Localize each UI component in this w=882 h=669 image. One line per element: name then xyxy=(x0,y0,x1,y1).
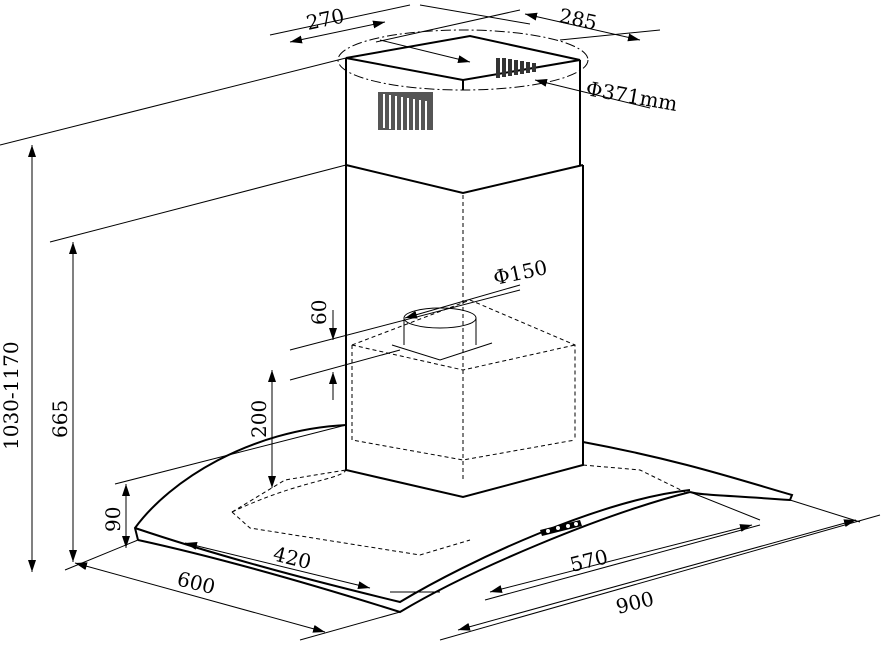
dim-canopy-front-height: 90 xyxy=(101,507,125,532)
dim-chimney-width: 285 xyxy=(557,3,599,34)
dim-chimney-depth: 270 xyxy=(304,3,346,34)
dim-lower-chimney-height: 665 xyxy=(48,400,72,438)
dim-chimney-diameter: Φ371mm xyxy=(584,76,679,116)
upper-chimney xyxy=(337,29,589,195)
control-buttons-icon xyxy=(540,520,582,536)
dim-outlet-height: 60 xyxy=(307,300,331,325)
dim-canopy-inner-depth: 420 xyxy=(271,542,314,575)
vent-slots-back-icon xyxy=(496,58,536,78)
glass-canopy xyxy=(133,424,794,614)
dim-total-height: 1030-1170 xyxy=(0,341,23,450)
dim-canopy-inner-width: 570 xyxy=(567,544,610,577)
dim-canopy-depth: 600 xyxy=(175,567,218,600)
dimension-lines xyxy=(0,4,881,641)
dim-motor-height: 200 xyxy=(247,400,271,438)
dim-canopy-width: 900 xyxy=(613,586,656,619)
lower-chimney xyxy=(345,165,584,499)
vent-slots-left-icon xyxy=(378,92,433,132)
dim-outlet-diameter: Φ150 xyxy=(491,255,549,290)
